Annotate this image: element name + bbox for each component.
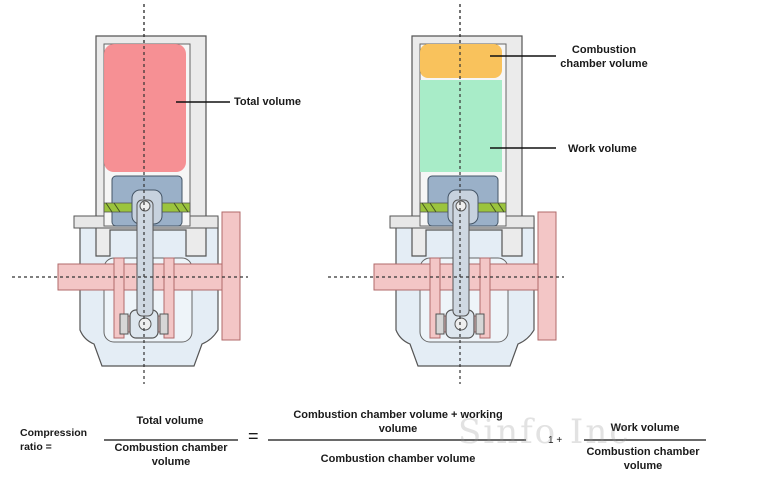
combustion-chamber-region <box>420 44 502 78</box>
compression-ratio-lhs: Compression ratio = <box>20 427 88 453</box>
fraction-2-numerator: Combustion chamber volume + working volu… <box>293 409 503 435</box>
fraction-3-numerator: Work volume <box>610 422 680 434</box>
equals-sign: = <box>248 426 259 446</box>
engine-split-volume <box>327 3 565 385</box>
work-volume-region <box>420 80 502 172</box>
total-volume-region <box>104 44 186 172</box>
fraction-3-denominator: Combustion chamber volume <box>586 446 700 472</box>
combustion-chamber-label: Combustion chamber volume <box>560 44 648 70</box>
engine-total-volume <box>11 3 249 385</box>
fraction-3-prefix: 1 + <box>548 435 563 446</box>
fraction-2-denominator: Combustion chamber volume <box>320 453 476 465</box>
work-volume-label: Work volume <box>568 143 637 155</box>
fraction-1-denominator: Combustion chamber volume <box>114 442 228 468</box>
watermark: Sinfo Inc <box>458 412 631 452</box>
total-volume-label: Total volume <box>234 96 302 108</box>
fraction-1-numerator: Total volume <box>136 415 204 427</box>
